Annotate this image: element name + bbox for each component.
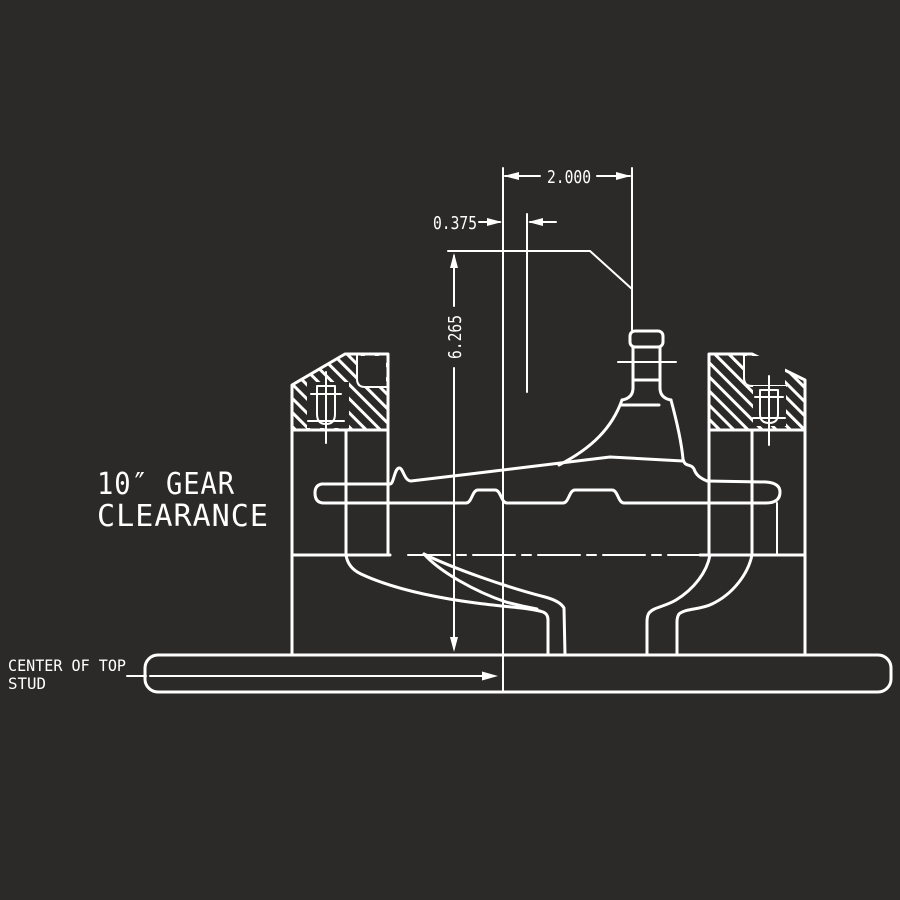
dimension-6265: 6.265 bbox=[445, 250, 633, 652]
dim-6265-label: 6.265 bbox=[445, 315, 466, 359]
band-bottom-line bbox=[313, 479, 782, 505]
gear-clearance-line1: 10″ GEAR bbox=[97, 467, 235, 502]
right-cap-notch bbox=[743, 353, 787, 387]
left-bearing-cap bbox=[290, 352, 390, 444]
left-cap-notch bbox=[356, 353, 388, 388]
dim-0375-label: 0.375 bbox=[433, 213, 477, 234]
gear-clearance-line2: CLEARANCE bbox=[97, 499, 269, 534]
top-stud-and-cone bbox=[557, 329, 709, 483]
dim-2000-label: 2.000 bbox=[547, 167, 591, 188]
dimension-2000: 2.000 bbox=[502, 167, 633, 693]
base-plate bbox=[143, 653, 893, 694]
note-gear-clearance: 10″ GEAR CLEARANCE bbox=[97, 467, 269, 534]
leader-center-of-top-stud: CENTER OF TOP STUD bbox=[8, 656, 498, 693]
casting-flange-band bbox=[313, 455, 782, 505]
left-cap-stud bbox=[307, 371, 345, 444]
cone-right-edge bbox=[669, 398, 709, 483]
stud-top-extension-line bbox=[447, 250, 633, 290]
cone-left-edge bbox=[557, 398, 624, 467]
leader-label-line1: CENTER OF TOP bbox=[8, 656, 126, 675]
leader-label-line2: STUD bbox=[8, 674, 46, 693]
right-cap-stud bbox=[752, 375, 786, 446]
band-top-line bbox=[320, 455, 685, 486]
lower-bowl bbox=[344, 552, 754, 657]
right-bearing-cap bbox=[707, 352, 807, 446]
stud-cap bbox=[628, 329, 665, 349]
dimension-0375: 0.375 bbox=[433, 213, 557, 393]
